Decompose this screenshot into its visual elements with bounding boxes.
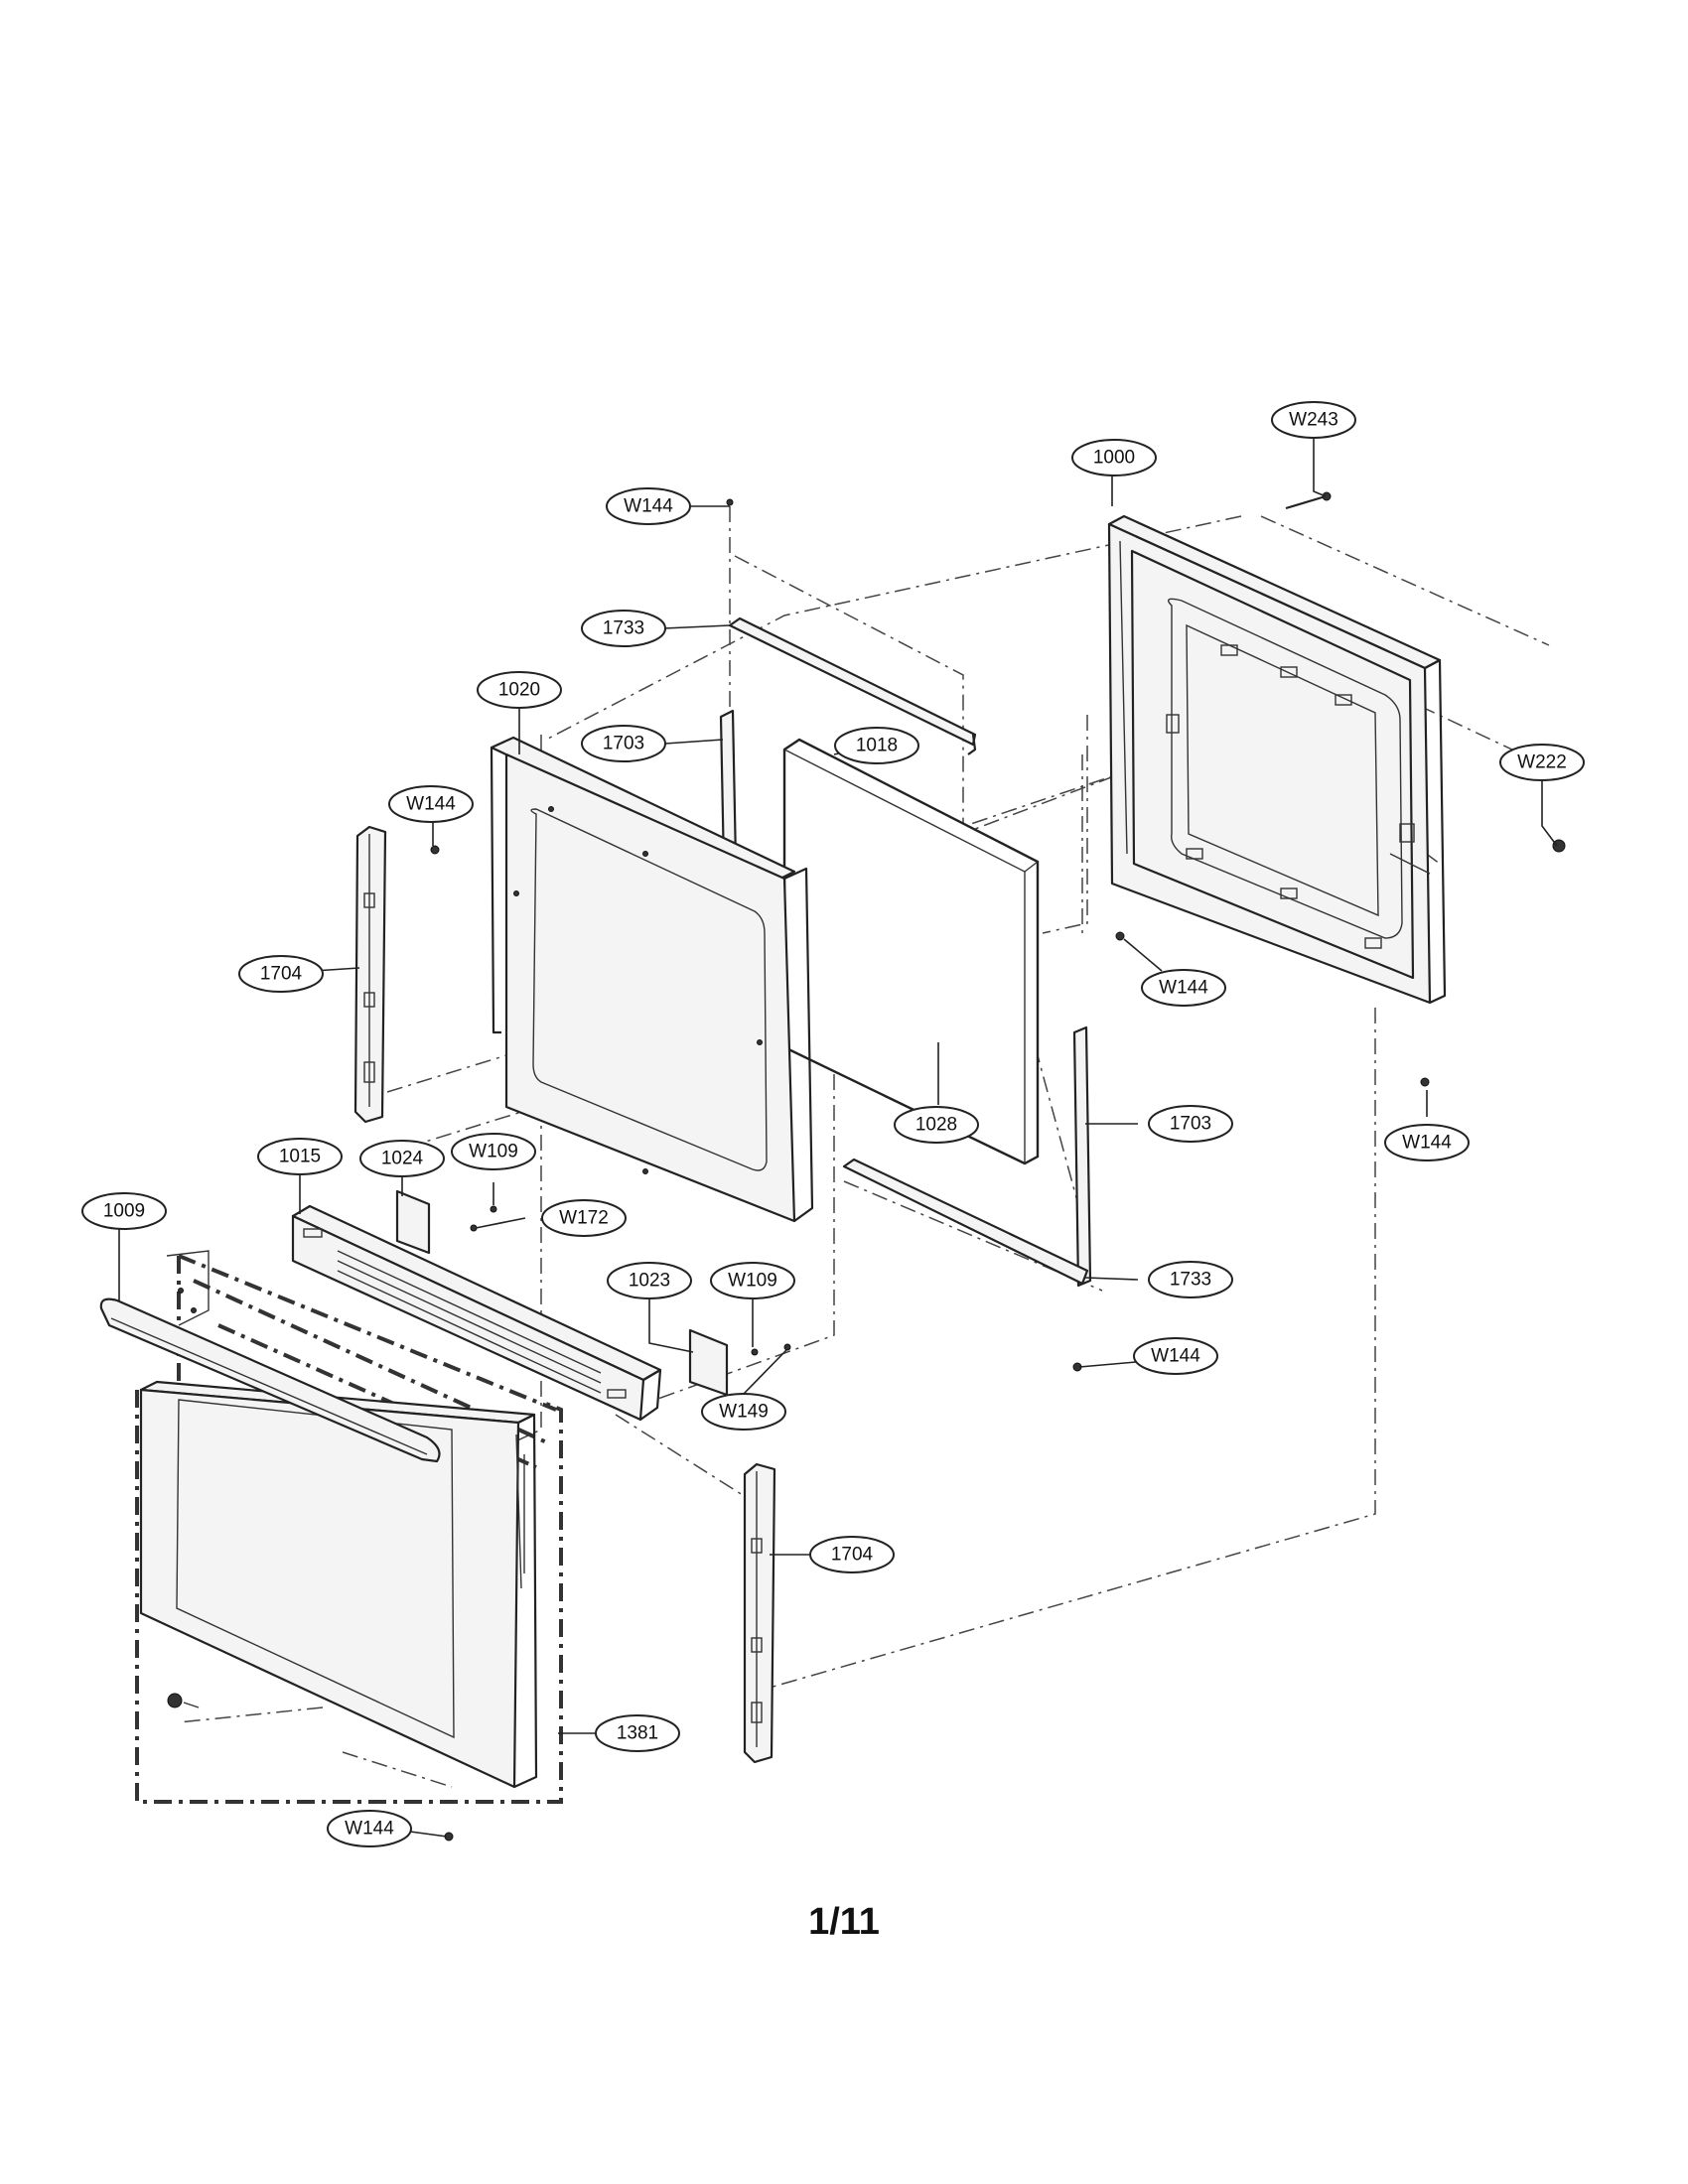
callout-label: W144 bbox=[1402, 1133, 1452, 1154]
callout-1381: 1381 bbox=[595, 1714, 680, 1752]
part-1733-bottom-strip bbox=[842, 1158, 1089, 1286]
callout-1704-top: 1704 bbox=[238, 955, 324, 993]
callout-w144-left: W144 bbox=[388, 785, 474, 823]
callout-label: W243 bbox=[1289, 410, 1338, 431]
callout-w144-far-right: W144 bbox=[1384, 1124, 1470, 1161]
callout-1024: 1024 bbox=[359, 1140, 445, 1177]
callout-w243: W243 bbox=[1271, 401, 1356, 439]
part-1020-middle-frame bbox=[490, 736, 814, 1223]
callout-1704-bottom: 1704 bbox=[809, 1536, 895, 1573]
part-1009-handle bbox=[99, 1297, 441, 1463]
callout-w109-top: W109 bbox=[451, 1133, 536, 1170]
callout-label: 1381 bbox=[617, 1723, 658, 1744]
callout-w144-right: W144 bbox=[1141, 969, 1226, 1007]
callout-label: 1023 bbox=[629, 1271, 670, 1292]
callout-label: 1704 bbox=[831, 1545, 874, 1566]
callout-label: W149 bbox=[719, 1402, 769, 1423]
callout-w149: W149 bbox=[701, 1393, 786, 1431]
callout-w144-top: W144 bbox=[606, 487, 691, 525]
callout-label: W144 bbox=[1151, 1346, 1200, 1367]
part-1024-bracket bbox=[395, 1189, 431, 1255]
callout-1009: 1009 bbox=[81, 1192, 167, 1230]
callout-label: W144 bbox=[1159, 978, 1208, 999]
callout-1733-bottom: 1733 bbox=[1148, 1261, 1233, 1298]
callout-label: W144 bbox=[345, 1819, 394, 1840]
page-number: 1/11 bbox=[808, 1901, 880, 1943]
screw-w149 bbox=[783, 1343, 791, 1351]
callout-label: W144 bbox=[624, 496, 673, 517]
callout-1733-top: 1733 bbox=[581, 610, 666, 647]
leader-lines bbox=[118, 438, 1558, 1838]
callout-1703-top: 1703 bbox=[581, 725, 666, 762]
screw-w109-mid bbox=[751, 1348, 759, 1356]
part-1000-inner-door-frame bbox=[1107, 514, 1447, 1005]
callout-label: 1028 bbox=[915, 1115, 957, 1136]
screw-w144-top bbox=[726, 498, 734, 506]
screw-w144-left bbox=[430, 845, 440, 855]
callout-1020: 1020 bbox=[477, 671, 562, 709]
callout-label: 1703 bbox=[603, 734, 644, 754]
callout-1703-right: 1703 bbox=[1148, 1105, 1233, 1143]
part-1015-vent-grill bbox=[291, 1204, 662, 1422]
callout-label: 1024 bbox=[381, 1149, 424, 1169]
callout-label: W222 bbox=[1517, 752, 1567, 773]
screw-w109-top bbox=[490, 1205, 497, 1213]
callout-w144-mid: W144 bbox=[1133, 1337, 1218, 1375]
callout-label: 1015 bbox=[279, 1147, 321, 1167]
callout-label: 1704 bbox=[260, 964, 303, 985]
callout-label: W144 bbox=[406, 794, 456, 815]
callout-1000: 1000 bbox=[1071, 439, 1157, 477]
callout-label: 1733 bbox=[1170, 1270, 1211, 1291]
part-1703-right-strip bbox=[1072, 1025, 1092, 1288]
callout-label: 1703 bbox=[1170, 1114, 1211, 1135]
screw-w144-right bbox=[1115, 931, 1125, 941]
screws bbox=[430, 491, 1566, 1842]
part-1704-hinge-bottom bbox=[743, 1462, 776, 1764]
screw-w222 bbox=[1552, 839, 1566, 853]
part-1704-hinge-top bbox=[353, 825, 387, 1124]
screw-w243-head bbox=[1322, 491, 1332, 501]
callout-label: 1733 bbox=[603, 618, 644, 639]
callout-label: 1009 bbox=[103, 1201, 145, 1222]
callout-label: W109 bbox=[469, 1142, 518, 1162]
part-1733-top-strip bbox=[728, 616, 977, 755]
callout-label: W109 bbox=[728, 1271, 777, 1292]
callout-1018: 1018 bbox=[834, 727, 919, 764]
screw-w144-far-right bbox=[1420, 1077, 1430, 1087]
callout-1028: 1028 bbox=[894, 1106, 979, 1144]
callout-w222: W222 bbox=[1499, 744, 1585, 781]
callout-w172: W172 bbox=[541, 1199, 627, 1237]
callout-label: W172 bbox=[559, 1208, 609, 1229]
screw-w243 bbox=[1285, 494, 1327, 510]
callout-label: 1000 bbox=[1093, 448, 1135, 469]
part-1018-glass bbox=[782, 738, 1040, 1165]
callout-1023: 1023 bbox=[607, 1262, 692, 1299]
callout-label: 1018 bbox=[856, 736, 898, 756]
callout-label: 1020 bbox=[498, 680, 540, 701]
callout-w144-bottom: W144 bbox=[327, 1810, 412, 1847]
callout-w109-mid: W109 bbox=[710, 1262, 795, 1299]
callout-1015: 1015 bbox=[257, 1138, 343, 1175]
